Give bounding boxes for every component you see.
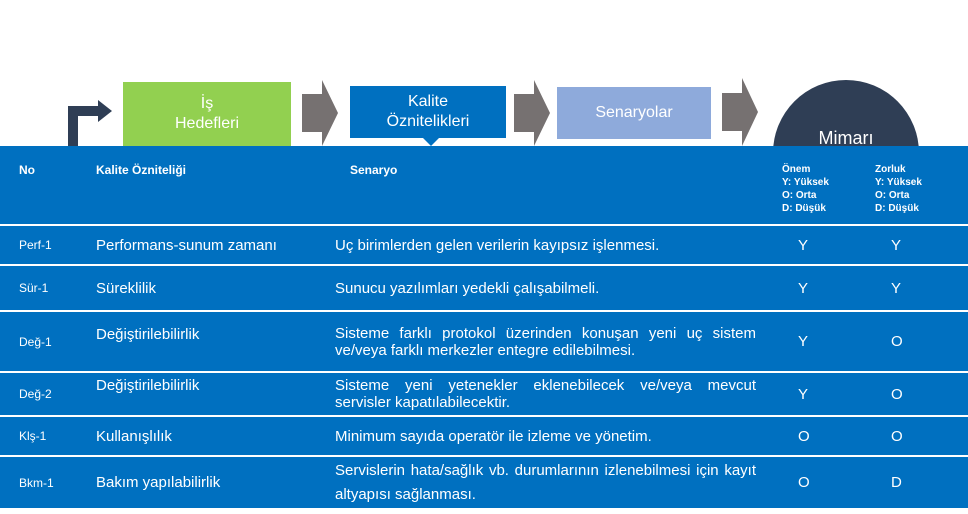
header-importance: Önem Y: Yüksek O: Orta D: Düşük	[782, 164, 829, 214]
row-scenario: Uç birimlerden gelen verilerin kayıpsız …	[334, 224, 782, 265]
quality-attributes-table: No Kalite Özniteliği Senaryo Önem Y: Yük…	[0, 146, 968, 508]
row-attribute: Performans-sunum zamanı	[96, 224, 334, 265]
business-goals-label: İş Hedefleri	[174, 95, 240, 132]
row-importance: Y	[782, 264, 875, 311]
table-row: Perf-1 Performans-sunum zamanı Uç biriml…	[0, 224, 968, 265]
architecture-circle: Mimarı	[773, 80, 919, 226]
row-difficulty: O	[875, 415, 968, 456]
table-row: Değ-2 Değiştirilebilirlik Sisteme yeni y…	[0, 371, 968, 416]
row-no: Değ-2	[0, 371, 96, 416]
table-row: Sür-1 Süreklilik Sunucu yazılımları yede…	[0, 264, 968, 311]
row-importance: Y	[782, 310, 875, 372]
table-row: Değ-1 Değiştirilebilirlik Sisteme farklı…	[0, 310, 968, 372]
row-scenario: Sisteme farklı protokol üzerinden konuşa…	[334, 310, 782, 372]
table-header-row: No Kalite Özniteliği Senaryo Önem Y: Yük…	[0, 146, 968, 225]
row-scenario: Sunucu yazılımları yedekli çalışabilmeli…	[334, 264, 782, 311]
row-scenario: Servislerin hata/sağlık vb. durumlarının…	[334, 455, 782, 508]
row-attribute: Değiştirilebilirlik	[96, 310, 334, 372]
header-attribute: Kalite Özniteliği	[96, 163, 187, 177]
row-difficulty: O	[875, 371, 968, 416]
scenarios-box: Senaryolar	[557, 87, 711, 139]
quality-attributes-label: Kalite Öznitelikleri	[386, 93, 470, 130]
row-importance: Y	[782, 224, 875, 265]
bent-arrow-icon	[68, 100, 112, 150]
row-attribute: Bakım yapılabilirlik	[96, 455, 334, 508]
row-no: Bkm-1	[0, 455, 96, 508]
scenarios-label: Senaryolar	[595, 104, 673, 121]
header-difficulty: Zorluk Y: Yüksek O: Orta D: Düşük	[875, 164, 922, 214]
row-no: Perf-1	[0, 224, 96, 265]
table-row: Bkm-1 Bakım yapılabilirlik Servislerin h…	[0, 455, 968, 508]
row-no: Sür-1	[0, 264, 96, 311]
process-flow: İş Hedefleri Kalite Öznitelikleri Senary…	[0, 0, 968, 226]
header-no: No	[19, 163, 35, 177]
business-goals-box: İş Hedefleri	[123, 82, 291, 146]
table-row: Klş-1 Kullanışlılık Minimum sayıda opera…	[0, 415, 968, 456]
architecture-label: Mimarı	[818, 128, 874, 148]
row-importance: O	[782, 455, 875, 508]
callout-pointer	[421, 136, 441, 146]
row-importance: Y	[782, 371, 875, 416]
row-difficulty: Y	[875, 224, 968, 265]
row-scenario: Sisteme yeni yetenekler eklenebilecek ve…	[334, 371, 782, 416]
row-attribute: Süreklilik	[96, 264, 334, 311]
row-no: Değ-1	[0, 310, 96, 372]
quality-attributes-box: Kalite Öznitelikleri	[350, 86, 506, 138]
right-arrow-icon	[722, 78, 758, 146]
header-scenario: Senaryo	[350, 163, 398, 177]
row-difficulty: D	[875, 455, 968, 508]
right-arrow-icon	[514, 80, 550, 146]
row-importance: O	[782, 415, 875, 456]
row-difficulty: Y	[875, 264, 968, 311]
row-no: Klş-1	[0, 415, 96, 456]
row-attribute: Kullanışlılık	[96, 415, 334, 456]
right-arrow-icon	[302, 80, 338, 146]
row-difficulty: O	[875, 310, 968, 372]
row-attribute: Değiştirilebilirlik	[96, 371, 334, 416]
row-scenario: Minimum sayıda operatör ile izleme ve yö…	[334, 415, 782, 456]
